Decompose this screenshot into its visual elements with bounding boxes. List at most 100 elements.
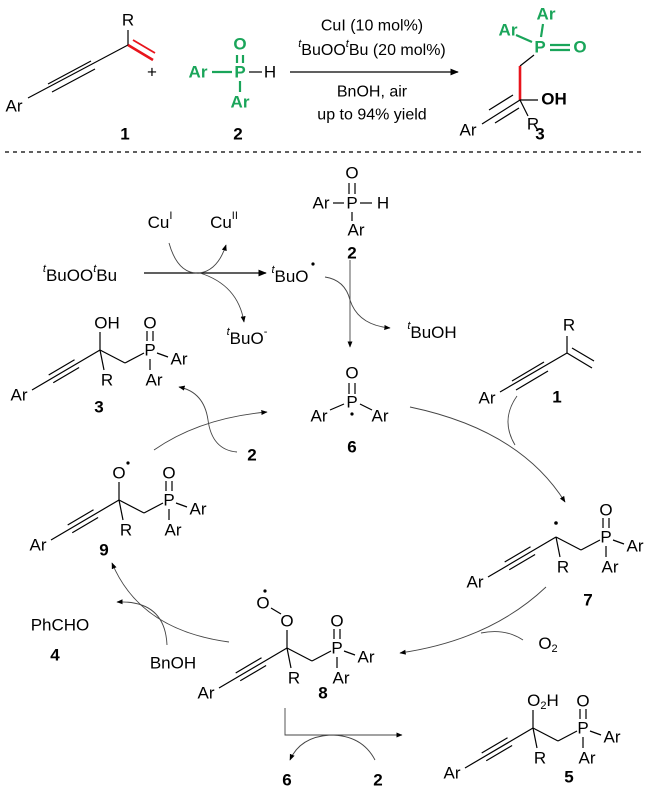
radical-dot xyxy=(311,262,315,266)
hydroxyl-label: OH xyxy=(94,314,120,333)
radical-dot xyxy=(554,521,558,525)
hydrogen-label: H xyxy=(264,63,276,82)
aryl-label: Ar xyxy=(165,521,182,540)
aryl-label: Ar xyxy=(537,5,556,24)
compound-number: 2 xyxy=(347,244,356,263)
aryl-label: Ar xyxy=(231,93,250,112)
phosphorus-label: P xyxy=(534,38,545,57)
tert-butoxy-radical-label: tBuO xyxy=(271,264,308,286)
compound-number: 6 xyxy=(347,438,356,457)
phosphorus-label: P xyxy=(163,491,174,510)
oxygen-label: O xyxy=(345,364,358,383)
benzaldehyde-label: PhCHO xyxy=(31,616,90,635)
aryl-label: Ar xyxy=(604,728,621,747)
aryl-label: Ar xyxy=(11,386,28,405)
aryl-label: Ar xyxy=(313,194,330,213)
phosphorus-label: P xyxy=(346,393,357,412)
aryl-label: Ar xyxy=(311,407,328,426)
oxygen-label: O xyxy=(143,314,156,333)
r-label: R xyxy=(120,521,132,540)
phosphorus-label: P xyxy=(144,341,155,360)
compound-number: 4 xyxy=(50,646,60,665)
intermediates: ArRPOArAr3OHArRPOArAr9OArRPOArAr7ArRPOAr… xyxy=(11,314,644,787)
aryl-label: Ar xyxy=(602,558,619,577)
aryl-label: Ar xyxy=(146,371,163,390)
tert-butoxide-label: tBuO- xyxy=(227,326,268,348)
aryl-label: Ar xyxy=(467,573,484,592)
r-label: R xyxy=(288,669,300,688)
benzyl-alcohol-label: BnOH xyxy=(150,654,196,673)
r-label: R xyxy=(122,11,134,30)
r-label: R xyxy=(563,316,575,335)
compound-number: 3 xyxy=(94,398,103,417)
radical-dot xyxy=(263,589,267,593)
di-tert-butyl-peroxide-label: tBuOOtBu xyxy=(43,263,117,285)
aryl-label: Ar xyxy=(198,684,215,703)
oxygen-label: O xyxy=(573,38,586,57)
phosphorus-label: P xyxy=(234,63,245,82)
aryl-label: Ar xyxy=(6,97,23,116)
phosphinoyl-radical-6: O P Ar Ar 6 xyxy=(311,364,389,457)
condition-oxidant: tBuOOtBu (20 mol%) xyxy=(298,38,446,59)
mech-compound-2: Ar P H O Ar 2 xyxy=(313,164,390,263)
radical-dot xyxy=(126,461,130,465)
compound-number: 3 xyxy=(535,125,544,144)
oxygen-label: O xyxy=(330,612,343,631)
condition-solvent: BnOH, air xyxy=(337,84,408,101)
top-compound-1: Ar R 1 xyxy=(6,11,156,144)
aryl-label: Ar xyxy=(189,63,208,82)
oxygen-label: O xyxy=(345,164,358,183)
mech-compound-1: Ar R 1 xyxy=(479,316,595,408)
r-label: R xyxy=(101,371,113,390)
compound-number: 2 xyxy=(373,771,382,790)
hydrogen-label: H xyxy=(377,194,389,213)
radical-dot xyxy=(350,412,354,416)
aryl-label: Ar xyxy=(358,648,375,667)
aryl-label: Ar xyxy=(190,500,207,519)
aryl-label: Ar xyxy=(30,536,47,555)
aryl-label: Ar xyxy=(333,669,350,688)
peroxyl-oxygen-label: O xyxy=(256,594,269,613)
copper-i-label: CuI xyxy=(148,210,173,232)
oxygen-reagent-label: O2 xyxy=(538,634,557,656)
phosphorus-label: P xyxy=(331,639,342,658)
aryl-label: Ar xyxy=(479,389,496,408)
oxygen-label: O xyxy=(576,692,589,711)
compound-number: 7 xyxy=(583,591,592,610)
oxygen-label: O xyxy=(233,35,246,54)
reagent-2-label: 2 xyxy=(247,446,256,465)
compound-number: 1 xyxy=(552,388,561,407)
hydroxyl-label: OH xyxy=(541,90,567,109)
compound-number: 2 xyxy=(233,125,242,144)
compound-number: 5 xyxy=(564,768,573,787)
aryl-label: Ar xyxy=(444,764,461,783)
condition-catalyst: CuI (10 mol%) xyxy=(321,18,423,35)
phosphorus-label: P xyxy=(600,528,611,547)
aryl-label: Ar xyxy=(499,21,518,40)
plus-sign: + xyxy=(147,63,157,82)
aryl-label: Ar xyxy=(627,537,644,556)
phosphorus-label: P xyxy=(346,194,357,213)
copper-ii-label: CuII xyxy=(210,210,238,232)
compound-number: 8 xyxy=(318,684,327,703)
cycle-arrows: 2 O2 PhCHO 4 BnOH 6 2 xyxy=(31,385,566,790)
oxygen-label: O xyxy=(162,464,175,483)
condition-yield: up to 94% yield xyxy=(317,107,426,124)
aryl-label: Ar xyxy=(171,350,188,369)
oxyl-radical-label: O xyxy=(112,464,125,483)
r-label: R xyxy=(527,115,539,134)
top-compound-2: Ar P H O Ar 2 xyxy=(189,35,277,144)
aryl-label: Ar xyxy=(348,221,365,240)
r-label: R xyxy=(534,749,546,768)
top-product-3: Ar Ar P O OH R Ar 3 xyxy=(460,5,587,144)
r-label: R xyxy=(557,558,569,577)
compound-number: 6 xyxy=(282,771,291,790)
compound-number: 1 xyxy=(120,125,129,144)
aryl-label: Ar xyxy=(579,749,596,768)
